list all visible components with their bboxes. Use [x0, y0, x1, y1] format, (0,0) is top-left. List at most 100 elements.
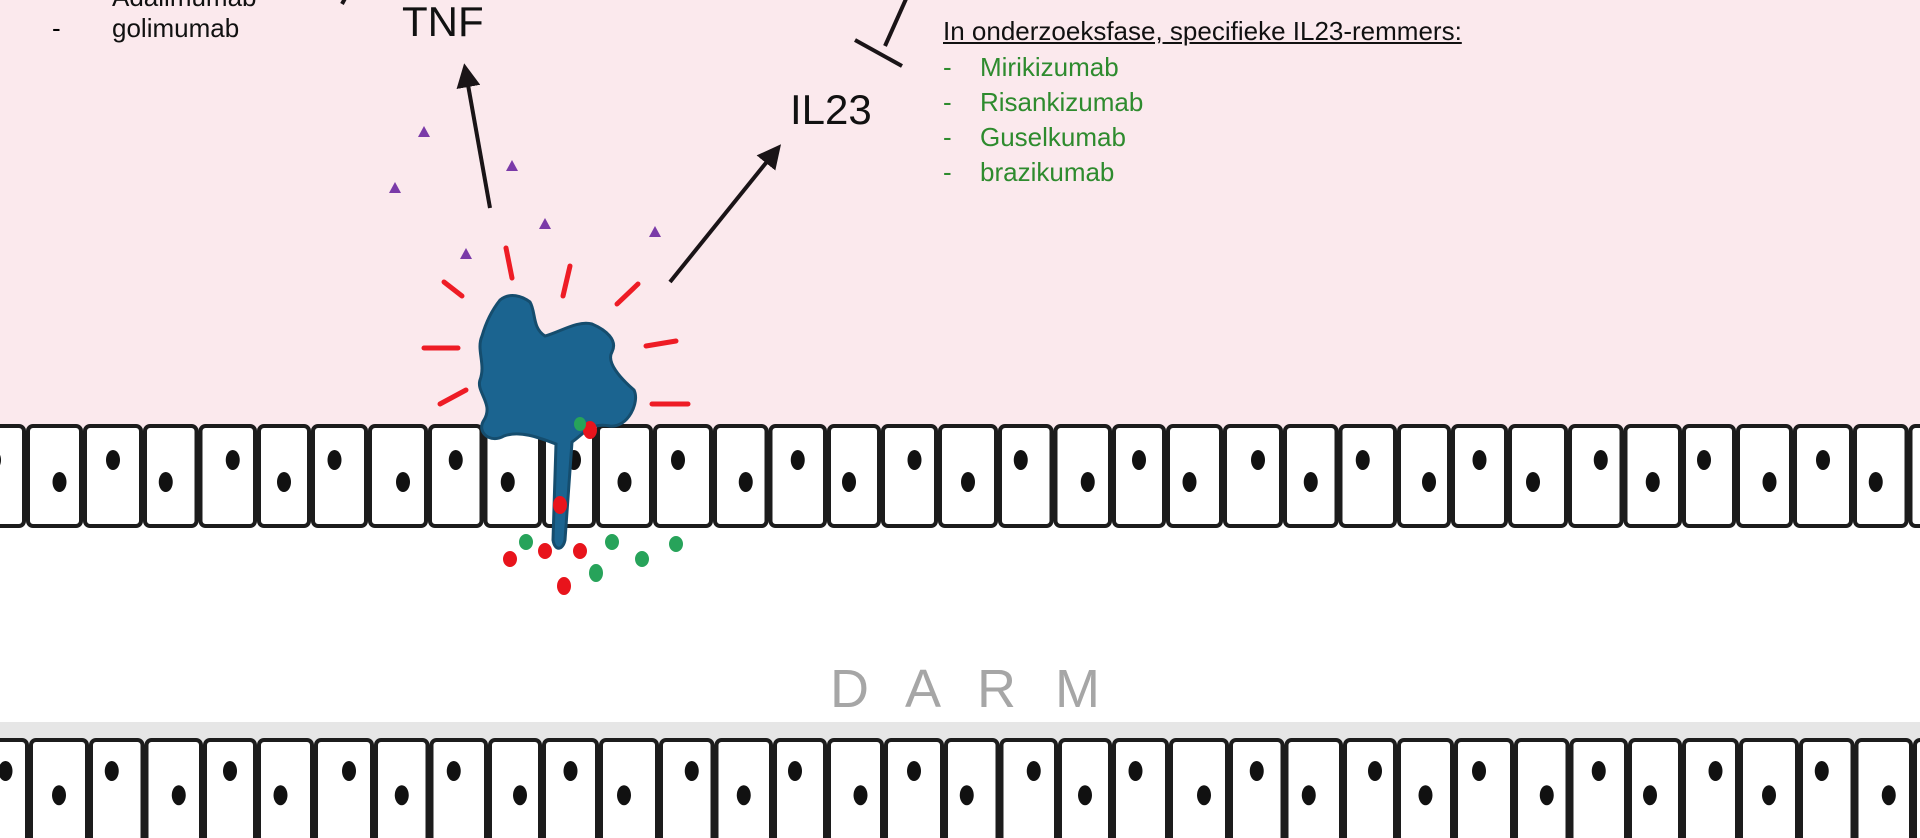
cell-nucleus: [961, 472, 975, 492]
cell-nucleus: [52, 472, 67, 492]
cell-nucleus: [171, 785, 186, 806]
il23-inhibition-bar: [854, 38, 903, 68]
il23-inhibitor-heading: In onderzoeksfase, specifieke IL23-remme…: [943, 16, 1462, 46]
cytokine-triangle: [539, 218, 551, 229]
cell-nucleus: [1526, 472, 1540, 492]
cell-nucleus: [563, 761, 578, 781]
epithelial-cell: [659, 738, 715, 838]
cytokine-particles: [389, 126, 661, 259]
red-dot: [583, 421, 597, 439]
epithelial-cell: [1913, 738, 1920, 838]
list-dash: -: [943, 87, 952, 117]
cell-nucleus: [158, 472, 173, 492]
epithelial-cell: [314, 738, 374, 838]
list-dash: -: [943, 157, 952, 187]
cell-nucleus: [1251, 450, 1265, 470]
tnf-label: TNF: [402, 0, 484, 45]
bacterial-antigen-dots: [503, 417, 683, 595]
il23-arrow: [668, 144, 782, 284]
cell-nucleus: [842, 472, 856, 492]
epithelial-cell: [542, 738, 599, 838]
cell-nucleus: [1080, 472, 1095, 492]
epithelial-cell: [1454, 738, 1514, 838]
tnf-inhibitor-item: Adalimumab: [112, 0, 257, 13]
cell-nucleus: [0, 454, 1, 466]
cytokine-triangle: [649, 226, 661, 237]
cell-nucleus: [1472, 450, 1487, 470]
burst-ray: [441, 279, 465, 299]
il23-inhibitor-item: Guselkumab: [980, 122, 1126, 152]
cell-nucleus: [277, 472, 291, 492]
cell-nucleus: [52, 785, 66, 806]
tnf-arrow: [456, 63, 492, 209]
cell-nucleus: [1418, 785, 1433, 806]
cell-nucleus: [394, 785, 409, 806]
cell-nucleus: [1182, 472, 1197, 492]
epithelial-cell: [1112, 738, 1169, 838]
epithelial-cell: [1343, 738, 1397, 838]
epithelial-cell: [0, 738, 29, 838]
cell-nucleus: [738, 472, 753, 492]
cell-nucleus: [1539, 785, 1554, 806]
green-dot: [519, 534, 533, 550]
epithelial-cell: [89, 738, 145, 838]
cytokine-triangle: [418, 126, 430, 137]
cell-nucleus: [790, 450, 805, 470]
epithelial-cell: [428, 424, 484, 528]
cytokine-triangle: [506, 160, 518, 171]
cytokine-triangle: [460, 248, 472, 259]
lamina-propria-background: [0, 0, 1920, 440]
burst-ray: [437, 387, 469, 407]
cell-nucleus: [907, 450, 922, 470]
cell-nucleus: [788, 761, 802, 781]
epithelial-cell: [768, 424, 827, 528]
burst-ray: [560, 263, 573, 299]
activation-burst: [421, 245, 691, 407]
cell-nucleus: [342, 761, 356, 781]
cell-nucleus: [853, 785, 868, 806]
cell-nucleus: [396, 472, 410, 492]
epithelial-cell: [1682, 424, 1736, 528]
epithelial-cell: [83, 424, 143, 528]
epithelial-cell: [1223, 424, 1283, 528]
burst-ray: [503, 245, 515, 281]
darm-label: D A R M: [830, 659, 1113, 719]
cell-nucleus: [225, 450, 240, 470]
epithelial-cell: [653, 424, 713, 528]
cell-nucleus: [106, 450, 120, 470]
burst-ray: [614, 281, 641, 307]
cell-nucleus: [1026, 761, 1041, 781]
cell-nucleus: [736, 785, 751, 806]
epithelial-cell: [1793, 424, 1853, 528]
green-dot: [635, 551, 649, 567]
cell-nucleus: [1013, 450, 1028, 470]
il23-inhibitor-item: Mirikizumab: [980, 52, 1119, 82]
red-dot: [503, 551, 517, 567]
epithelial-cell: [1568, 424, 1624, 528]
cell-nucleus: [1132, 450, 1146, 470]
cell-nucleus: [1591, 761, 1606, 781]
epithelial-cell: [884, 738, 944, 838]
cell-nucleus: [327, 450, 342, 470]
cell-nucleus: [1816, 450, 1830, 470]
cell-nucleus: [1762, 785, 1776, 806]
cell-nucleus: [617, 785, 631, 806]
cell-nucleus: [1078, 785, 1092, 806]
cell-nucleus: [448, 450, 463, 470]
il23-label: IL23: [790, 86, 872, 133]
tnf-inhibitor-item: golimumab: [112, 13, 240, 43]
epithelial-cell: [0, 424, 26, 528]
list-dash: -: [943, 122, 952, 152]
cell-nucleus: [1708, 761, 1723, 781]
cell-nucleus: [1303, 472, 1318, 492]
list-dash: -: [52, 0, 61, 13]
cell-nucleus: [1643, 785, 1657, 806]
cytokine-triangle: [389, 182, 401, 193]
cell-nucleus: [617, 472, 632, 492]
cell-nucleus: [1762, 472, 1777, 492]
cell-nucleus: [1249, 761, 1264, 781]
epithelial-cell: [1799, 738, 1855, 838]
il23-inhibitor-item: brazikumab: [980, 157, 1115, 187]
cell-nucleus: [500, 472, 515, 492]
burst-ray: [643, 338, 679, 349]
